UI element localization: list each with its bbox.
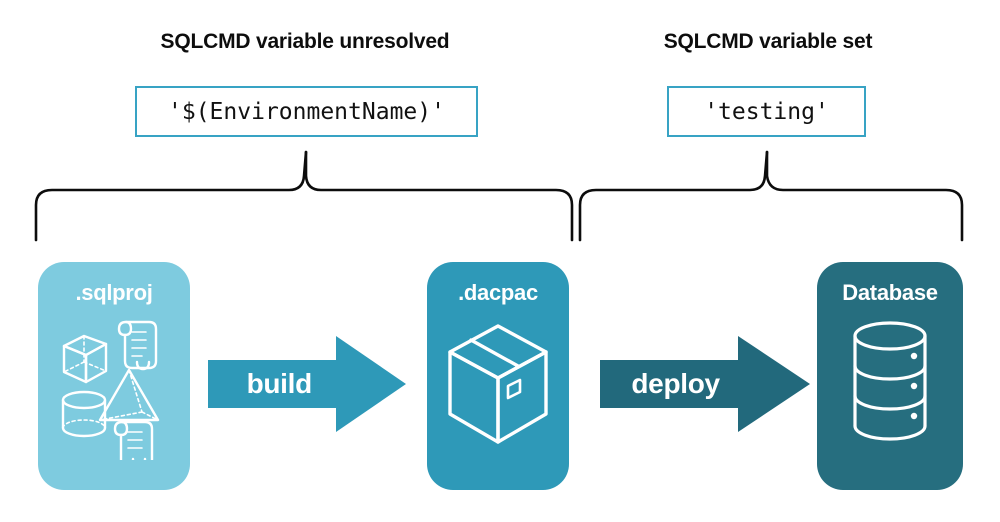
database-cylinder-icon [817, 310, 963, 482]
scroll-icon-bottom [113, 420, 154, 460]
scroll-icon-top [117, 320, 158, 371]
arrow-deploy-icon [600, 336, 810, 432]
section-heading-set: SQLCMD variable set [663, 30, 873, 53]
code-box-set-variable: 'testing' [667, 86, 866, 137]
stage-card-database[interactable]: Database [817, 262, 963, 490]
wireframe-objects-icon [38, 310, 190, 482]
brace-left-icon [34, 150, 574, 242]
stage-card-database-label: Database [842, 280, 938, 305]
cube-icon [62, 334, 108, 384]
package-box-icon [427, 310, 569, 482]
code-box-unresolved-variable: '$(EnvironmentName)' [135, 86, 478, 137]
stage-card-sqlproj-label: .sqlproj [75, 280, 153, 305]
stage-card-sqlproj[interactable]: .sqlproj [38, 262, 190, 490]
brace-right-icon [578, 150, 964, 242]
stage-card-dacpac[interactable]: .dacpac [427, 262, 569, 490]
arrow-build-icon [208, 336, 406, 432]
database-status-dots [910, 352, 918, 420]
cylinder-icon [61, 390, 107, 438]
arrow-deploy[interactable]: deploy [600, 334, 810, 434]
pyramid-icon [98, 368, 160, 422]
stage-card-dacpac-label: .dacpac [458, 280, 538, 305]
section-heading-unresolved: SQLCMD variable unresolved [160, 30, 450, 53]
arrow-build[interactable]: build [208, 334, 406, 434]
